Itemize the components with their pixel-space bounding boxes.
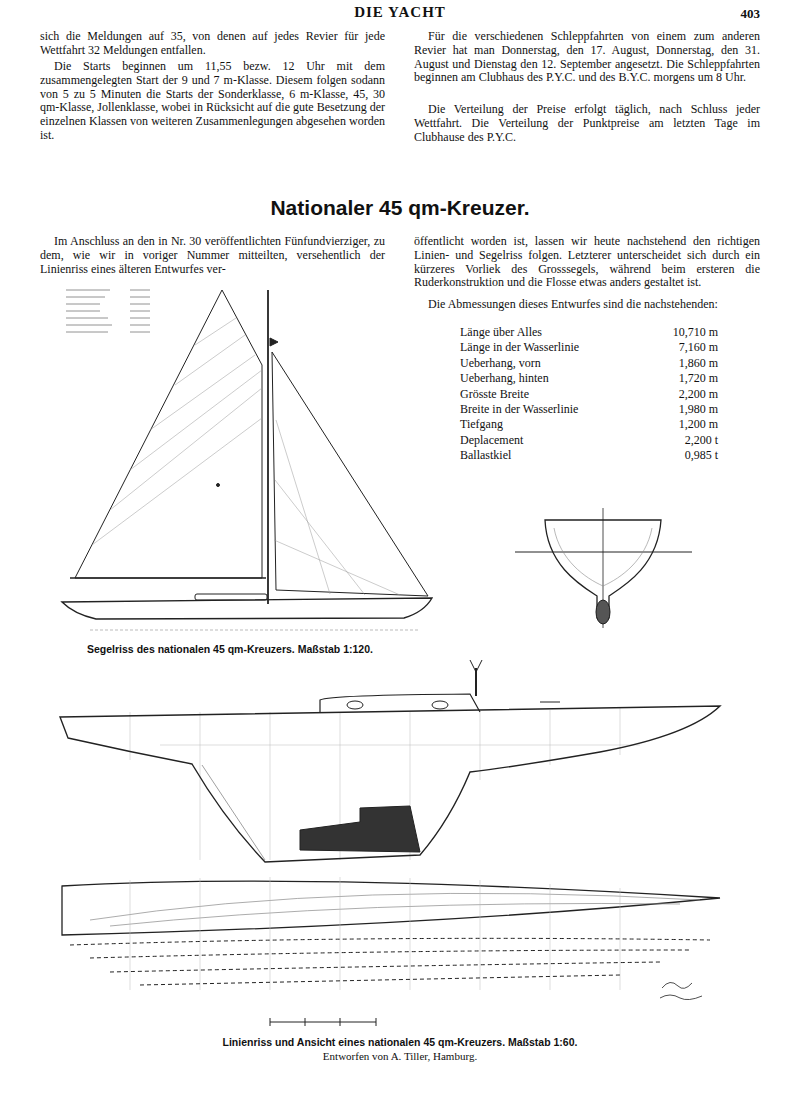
table-cell: 10,710 m	[630, 326, 718, 340]
table-cell: 1,980 m	[630, 403, 718, 417]
table-cell: Ueberhang, vorn	[460, 357, 630, 371]
table-cell: 7,160 m	[630, 341, 718, 355]
table-cell: Tiefgang	[460, 418, 630, 432]
paragraph: Für die verschiedenen Schleppfahrten von…	[414, 30, 760, 85]
figure-caption: Linienriss und Ansicht eines nationalen …	[100, 1036, 700, 1049]
table-cell: Ballastkiel	[460, 449, 630, 463]
table-cell: Länge in der Wasserlinie	[460, 341, 630, 355]
paragraph: Im Anschluss an den in Nr. 30 veröffentl…	[40, 235, 385, 276]
table-cell: Länge über Alles	[460, 326, 630, 340]
table-cell: Deplacement	[460, 434, 630, 448]
sail-area-table	[66, 290, 150, 332]
table-cell: Breite in der Wasserlinie	[460, 403, 630, 417]
paragraph: Die Starts beginnen um 11,55 bezw. 12 Uh…	[40, 60, 385, 143]
table-cell: Ueberhang, hinten	[460, 372, 630, 386]
midship-section	[515, 508, 692, 628]
figure-credit: Entworfen von A. Tiller, Hamburg.	[200, 1050, 600, 1064]
table-cell: 1,200 m	[630, 418, 718, 432]
table-cell: 2,200 m	[630, 388, 718, 402]
article-title: Nationaler 45 qm-Kreuzer.	[100, 196, 700, 220]
table-cell: Grösste Breite	[460, 388, 630, 402]
page-number: 403	[700, 7, 760, 21]
table-cell: 1,720 m	[630, 372, 718, 386]
table-cell: 2,200 t	[630, 434, 718, 448]
table-cell: 0,985 t	[630, 449, 718, 463]
paragraph: sich die Meldungen auf 35, von denen auf…	[40, 30, 385, 58]
paragraph: Die Abmessungen dieses Entwurfes sind di…	[414, 298, 760, 312]
table-cell: 1,860 m	[630, 357, 718, 371]
hull-plan	[62, 877, 720, 1026]
paragraph: Die Verteilung der Preise erfolgt täglic…	[414, 103, 760, 144]
running-head: DIE YACHT	[300, 6, 500, 20]
hull-profile	[60, 660, 720, 862]
sail-plan	[62, 290, 432, 630]
figure-caption: Segelriss des nationalen 45 qm-Kreuzers.…	[50, 643, 410, 656]
paragraph: öffentlicht worden ist, lassen wir heute…	[414, 235, 760, 290]
